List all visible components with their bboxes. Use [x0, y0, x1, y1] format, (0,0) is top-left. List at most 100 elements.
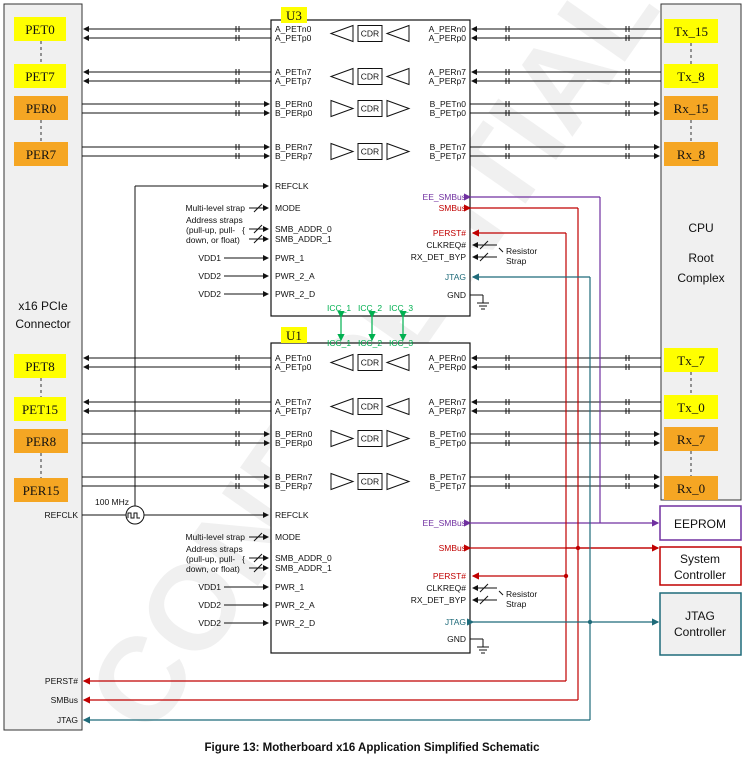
chip-lane-pin-right: A_PERn0 [429, 24, 467, 34]
cdr-block [357, 68, 383, 85]
chip-ctrl-pin-left: PWR_2_A [275, 271, 315, 281]
chip-ctrl-pin-right: EE_SMBus [423, 192, 466, 202]
address-straps-label: Address straps [186, 544, 243, 554]
chip-ctrl-pin-right: SMBus [439, 203, 466, 213]
left-lane-label-4-box [14, 354, 66, 378]
chip-ctrl-pin-right: CLKREQ# [426, 583, 466, 593]
chip-lane-pin-right: B_PETn0 [430, 429, 467, 439]
chip-lane-pin-right: A_PERn0 [429, 353, 467, 363]
chip-lane-pin-left: A_PETn7 [275, 397, 312, 407]
buffer-triangle [330, 472, 355, 491]
eeprom-box [659, 505, 742, 541]
system-controller-box [659, 546, 742, 586]
icc-bottom-2: ICC_2 [358, 338, 382, 348]
resistor-strap-label: Resistor [506, 589, 537, 599]
jtag-controller-box [659, 592, 742, 656]
right-lane-label-5: Tx_0 [677, 400, 704, 415]
wire-junction [563, 573, 569, 579]
vdd-label: VDD2 [198, 289, 221, 299]
chip-lane-pin-right: B_PETp7 [430, 481, 467, 491]
chip-lane-pin-left: B_PERn7 [275, 142, 313, 152]
cdr-label: CDR [361, 477, 379, 487]
chip-lane-pin-left: B_PERn0 [275, 99, 313, 109]
cdr-label: CDR [361, 72, 379, 82]
connector-jtag-label: JTAG [57, 715, 78, 725]
chip-lane-pin-left: A_PETp7 [275, 406, 312, 416]
connector-perst-label: PERST# [45, 676, 78, 686]
buffer-triangle [329, 24, 354, 43]
left-lane-label-5: PET15 [22, 402, 58, 417]
cdr-label: CDR [361, 358, 379, 368]
right-lane-label-2: Rx_15 [674, 101, 709, 116]
right-lane-label-7-box [664, 476, 718, 500]
strap-tick [498, 247, 504, 253]
strap-slash [253, 203, 263, 213]
cpu-title-1: CPU [688, 221, 713, 235]
strap-slash [253, 553, 263, 563]
chip-u1-tag [281, 327, 307, 343]
chip-lane-pin-right: B_PETp0 [430, 108, 467, 118]
chip-lane-pin-left: A_PETn0 [275, 24, 312, 34]
left-lane-label-0: PET0 [25, 22, 55, 37]
right-lane-label-3: Rx_8 [677, 147, 705, 162]
connector-smbus-label: SMBus [51, 695, 78, 705]
left-lane-label-2-box [14, 96, 68, 120]
icc-top-2: ICC_2 [358, 303, 382, 313]
buffer-triangle [329, 67, 354, 86]
figure-caption: Figure 13: Motherboard x16 Application S… [204, 742, 540, 754]
cdr-block [357, 354, 383, 371]
chip-lane-pin-right: A_PERp7 [429, 76, 467, 86]
buffer-triangle [329, 353, 354, 372]
left-lane-label-5-box [14, 397, 66, 421]
cpu-title-2: Root [688, 251, 714, 265]
icc-bottom-1: ICC_1 [327, 338, 351, 348]
chip-ctrl-pin-left: PWR_2_A [275, 600, 315, 610]
buffer-triangle [330, 142, 355, 161]
multi-level-strap-label: Multi-level strap [185, 203, 245, 213]
buffer-triangle [386, 472, 411, 491]
right-lane-label-4-box [664, 348, 718, 372]
right-lane-label-1: Tx_8 [677, 69, 704, 84]
cpu-title-3: Complex [677, 271, 724, 285]
buffer-triangle [385, 353, 410, 372]
strap-tick [498, 590, 504, 596]
system-controller-label-1: System [680, 552, 720, 566]
chip-u3-tag [281, 7, 307, 23]
chip-lane-pin-left: A_PETp7 [275, 76, 312, 86]
resistor-strap-label: Resistor [506, 246, 537, 256]
icc-bottom-3: ICC_3 [389, 338, 413, 348]
address-straps-label: down, or float) [186, 235, 240, 245]
chip-lane-pin-right: B_PETp0 [430, 438, 467, 448]
chip-lane-pin-right: A_PERn7 [429, 397, 467, 407]
jtag-controller-label-2: Controller [674, 625, 726, 639]
chip-ctrl-pin-left: REFCLK [275, 510, 309, 520]
right-lane-label-2-box [664, 96, 718, 120]
strap-slash [253, 234, 263, 244]
chip-ctrl-pin-right: PERST# [433, 228, 466, 238]
cdr-label: CDR [361, 402, 379, 412]
chip-lane-pin-right: A_PERn7 [429, 67, 467, 77]
chip-lane-pin-left: B_PERp7 [275, 151, 313, 161]
chip-lane-pin-right: B_PETp7 [430, 151, 467, 161]
cdr-label: CDR [361, 434, 379, 444]
chip-ctrl-pin-right: CLKREQ# [426, 240, 466, 250]
chip-ctrl-pin-right: PERST# [433, 571, 466, 581]
right-lane-label-1-box [664, 64, 718, 88]
eeprom-label: EEPROM [674, 517, 726, 531]
clock-wave [127, 512, 140, 519]
left-lane-label-3-box [14, 142, 68, 166]
chip-u1-body [270, 342, 471, 654]
right-lane-label-0-box [664, 19, 718, 43]
chip-ctrl-pin-left: PWR_2_D [275, 289, 315, 299]
chip-ctrl-pin-right: RX_DET_BYP [411, 252, 467, 262]
buffer-triangle [385, 67, 410, 86]
address-straps-label: (pull-up, pull- [186, 554, 235, 564]
right-lane-label-3-box [664, 142, 718, 166]
resistor-strap-label: Strap [506, 599, 527, 609]
chip-u3-name: U3 [286, 8, 302, 23]
left-lane-label-1-box [14, 64, 66, 88]
cdr-block [357, 430, 383, 447]
